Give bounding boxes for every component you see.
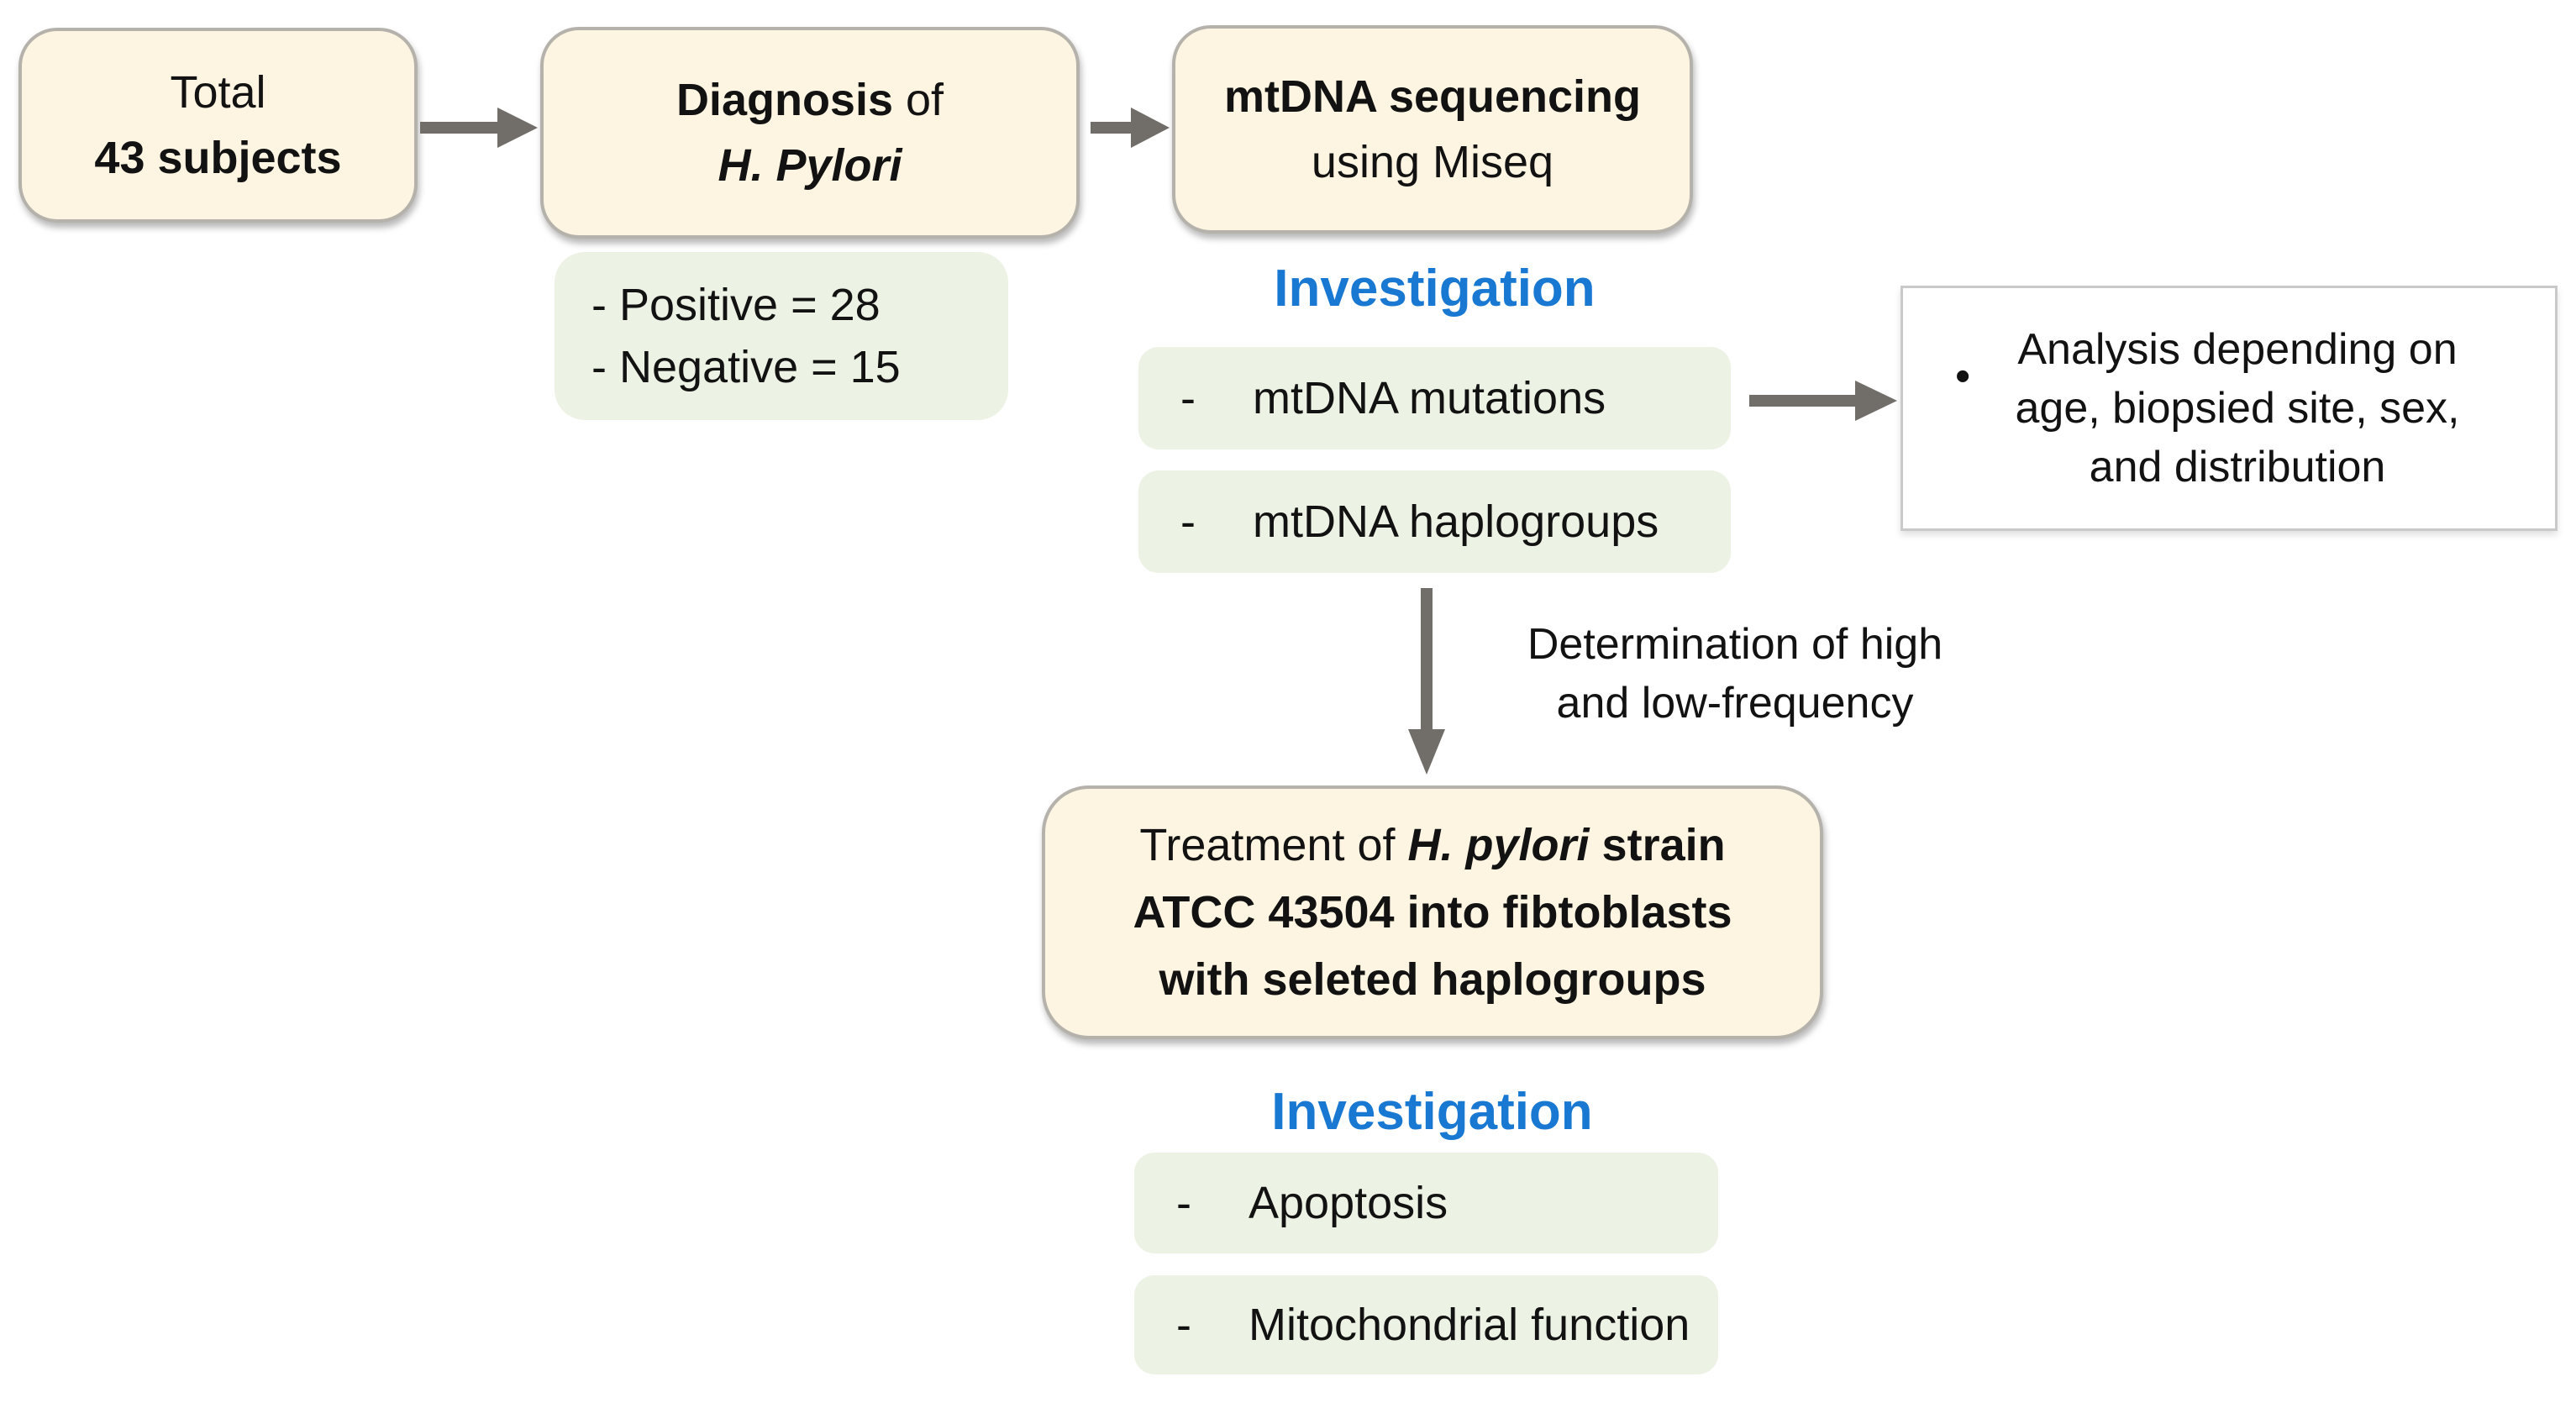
dash-bullet: - — [1176, 1300, 1191, 1350]
treatment-line2: ATCC 43504 into fibtoblasts — [1133, 887, 1732, 938]
analysis-note-line3: and distribution — [2089, 443, 2386, 491]
investigation-label-2: Investigation — [1271, 1083, 1593, 1141]
total-subjects-line2: 43 subjects — [94, 133, 342, 183]
treatment-line1-strain: strain — [1589, 820, 1726, 870]
investigation-label-1: Investigation — [1274, 260, 1596, 318]
treatment-line3: with seleted haplogroups — [1159, 954, 1706, 1005]
dash-bullet: - — [1176, 1178, 1191, 1228]
determination-label: Determination of high and low-frequency — [1462, 615, 2008, 733]
mtdna-haplogroups-label: mtDNA haplogroups — [1252, 496, 1659, 547]
dash-bullet: - — [1180, 496, 1196, 547]
apoptosis-label: Apoptosis — [1248, 1178, 1448, 1228]
treatment-line1: Treatment of H. pylori strain — [1139, 812, 1725, 879]
negative-count: - Negative = 15 — [591, 342, 901, 392]
apoptosis-item: - Apoptosis — [1134, 1153, 1718, 1253]
mitochondrial-function-label: Mitochondrial function — [1248, 1300, 1690, 1350]
diagnosis-line1-rest: of — [893, 75, 944, 125]
mtdna-sequencing-box: mtDNA sequencing using Miseq — [1172, 25, 1693, 234]
analysis-note-line1: Analysis depending on — [2017, 325, 2458, 374]
arrow-right-icon — [1091, 102, 1170, 153]
diagnosis-line1-bold: Diagnosis — [676, 75, 893, 125]
determination-line1: Determination of high — [1527, 620, 1943, 669]
arrow-right-icon — [420, 102, 538, 153]
treatment-line1-regular: Treatment of — [1139, 820, 1408, 870]
diagnosis-line1: Diagnosis of — [676, 67, 944, 133]
analysis-note-box: • Analysis depending on age, biopsied si… — [1900, 286, 2558, 531]
treatment-box: Treatment of H. pylori strain ATCC 43504… — [1042, 785, 1823, 1039]
mtdna-mutations-item: - mtDNA mutations — [1138, 347, 1731, 449]
dash-bullet: - — [1180, 373, 1196, 423]
diagnosis-line2: H. Pylori — [718, 140, 902, 191]
mtdna-sequencing-line2: using Miseq — [1311, 137, 1554, 187]
arrow-down-icon — [1401, 588, 1452, 775]
mtdna-sequencing-line1: mtDNA sequencing — [1223, 71, 1642, 122]
determination-line2: and low-frequency — [1556, 679, 1914, 728]
total-subjects-line1: Total — [170, 67, 266, 118]
analysis-note-text: Analysis depending on age, biopsied site… — [2016, 320, 2460, 496]
arrow-right-icon — [1749, 376, 1897, 426]
diagnosis-box: Diagnosis of H. Pylori — [540, 27, 1080, 239]
total-subjects-box: Total 43 subjects — [18, 28, 418, 223]
diagnosis-counts-box: - Positive = 28 - Negative = 15 — [555, 252, 1008, 420]
analysis-note-line2: age, biopsied site, sex, — [2015, 384, 2460, 433]
mtdna-haplogroups-item: - mtDNA haplogroups — [1138, 470, 1731, 573]
mtdna-mutations-label: mtDNA mutations — [1252, 373, 1606, 423]
positive-count: - Positive = 28 — [591, 280, 881, 330]
mitochondrial-function-item: - Mitochondrial function — [1134, 1275, 1718, 1374]
bullet-icon: • — [1955, 352, 1971, 401]
treatment-line1-species: H. pylori — [1407, 820, 1590, 870]
